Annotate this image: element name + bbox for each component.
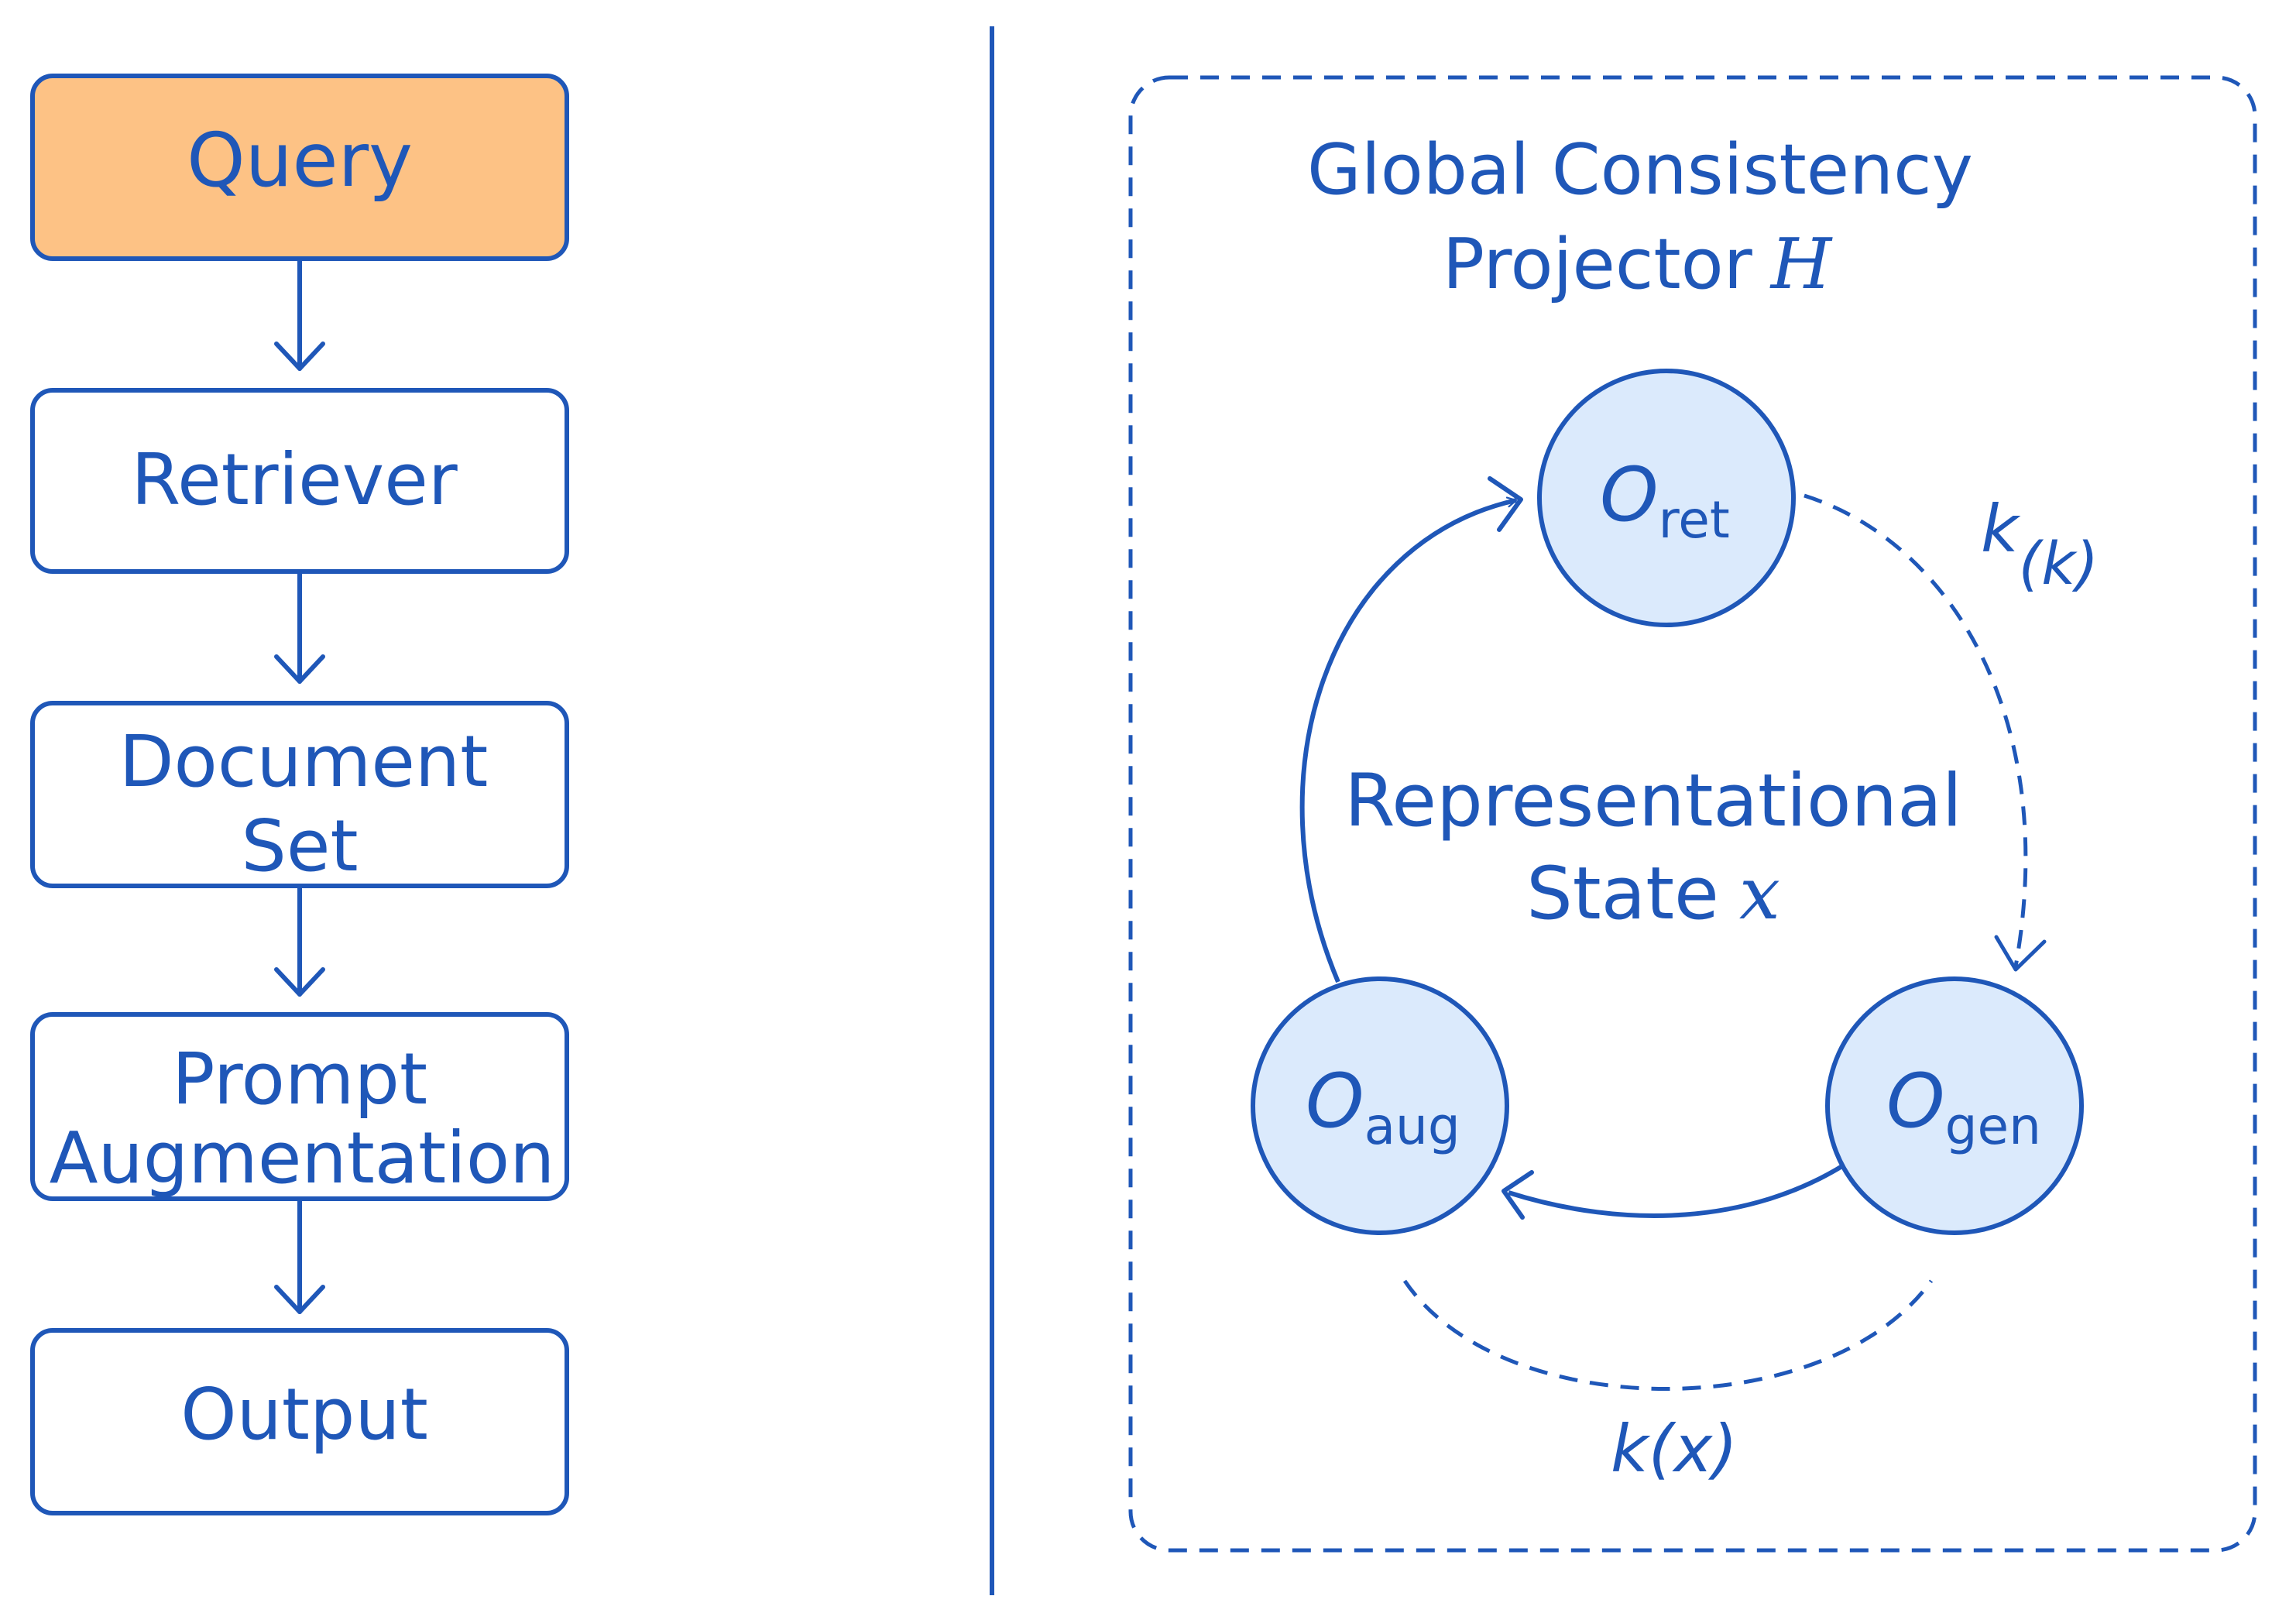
prompt-augmentation-label-line1: Prompt (172, 1038, 427, 1121)
node-o-ret-label: Oret (1600, 451, 1730, 550)
pipeline-arrow-3 (274, 884, 325, 997)
document-set-label-line1: Document (119, 720, 489, 803)
node-o-aug-label: Oaug (1306, 1058, 1460, 1156)
node-o-ret-sub: ret (1659, 490, 1730, 550)
label-k-k-base: k (1981, 491, 2021, 567)
node-o-gen-sub: gen (1945, 1097, 2041, 1156)
label-k-x: k(x) (1611, 1411, 1738, 1487)
pipeline-arrow-4 (274, 1196, 325, 1314)
node-o-ret: Oret (1537, 369, 1796, 627)
output-box: Output (30, 1328, 569, 1515)
retriever-label: Retriever (131, 438, 457, 521)
label-k-k-sub: (k) (2019, 529, 2099, 598)
pipeline-arrow-1 (274, 256, 325, 371)
node-o-gen-base: O (1886, 1058, 1945, 1145)
document-set-box: Document Set (30, 701, 569, 888)
label-k-k: k(k) (1981, 491, 2099, 598)
center-state-symbol: x (1739, 852, 1780, 936)
projector-title-line1: Global Consistency (1307, 129, 1973, 211)
center-state-word: State (1526, 852, 1719, 936)
prompt-augmentation-label-line2: Augmentation (50, 1117, 555, 1200)
dashed-arrow-ret-to-gen (1804, 493, 2028, 967)
center-label-line1: Representational (1344, 759, 1962, 843)
node-o-ret-base: O (1600, 451, 1659, 538)
arrowhead-aug-to-ret (1488, 476, 1523, 532)
projector-title-symbol: H (1769, 224, 1833, 305)
projector-dashed-frame (1128, 75, 2257, 1553)
projector-title-word: Projector (1443, 224, 1752, 305)
prompt-augmentation-box: Prompt Augmentation (30, 1012, 569, 1201)
document-set-label-line2: Set (241, 805, 358, 887)
arrow-gen-to-aug (1508, 1162, 1846, 1218)
dashed-arc-bottom (1402, 1279, 1934, 1391)
node-o-aug-sub: aug (1364, 1097, 1460, 1156)
pipeline: Query Retriever Document Set (30, 74, 569, 1515)
node-o-aug-base: O (1306, 1058, 1364, 1145)
pipeline-arrow-2 (274, 569, 325, 684)
query-label: Query (187, 117, 413, 204)
retriever-box: Retriever (30, 388, 569, 574)
node-o-gen-label: Ogen (1886, 1058, 2041, 1156)
arrow-aug-to-ret (1299, 500, 1516, 983)
node-o-gen: Ogen (1825, 976, 2084, 1235)
node-o-aug: Oaug (1251, 976, 1509, 1235)
output-label: Output (180, 1373, 428, 1456)
arrowhead-ret-to-gen (1994, 935, 2047, 972)
query-box: Query (30, 74, 569, 261)
arrowhead-gen-to-aug (1501, 1170, 1534, 1220)
